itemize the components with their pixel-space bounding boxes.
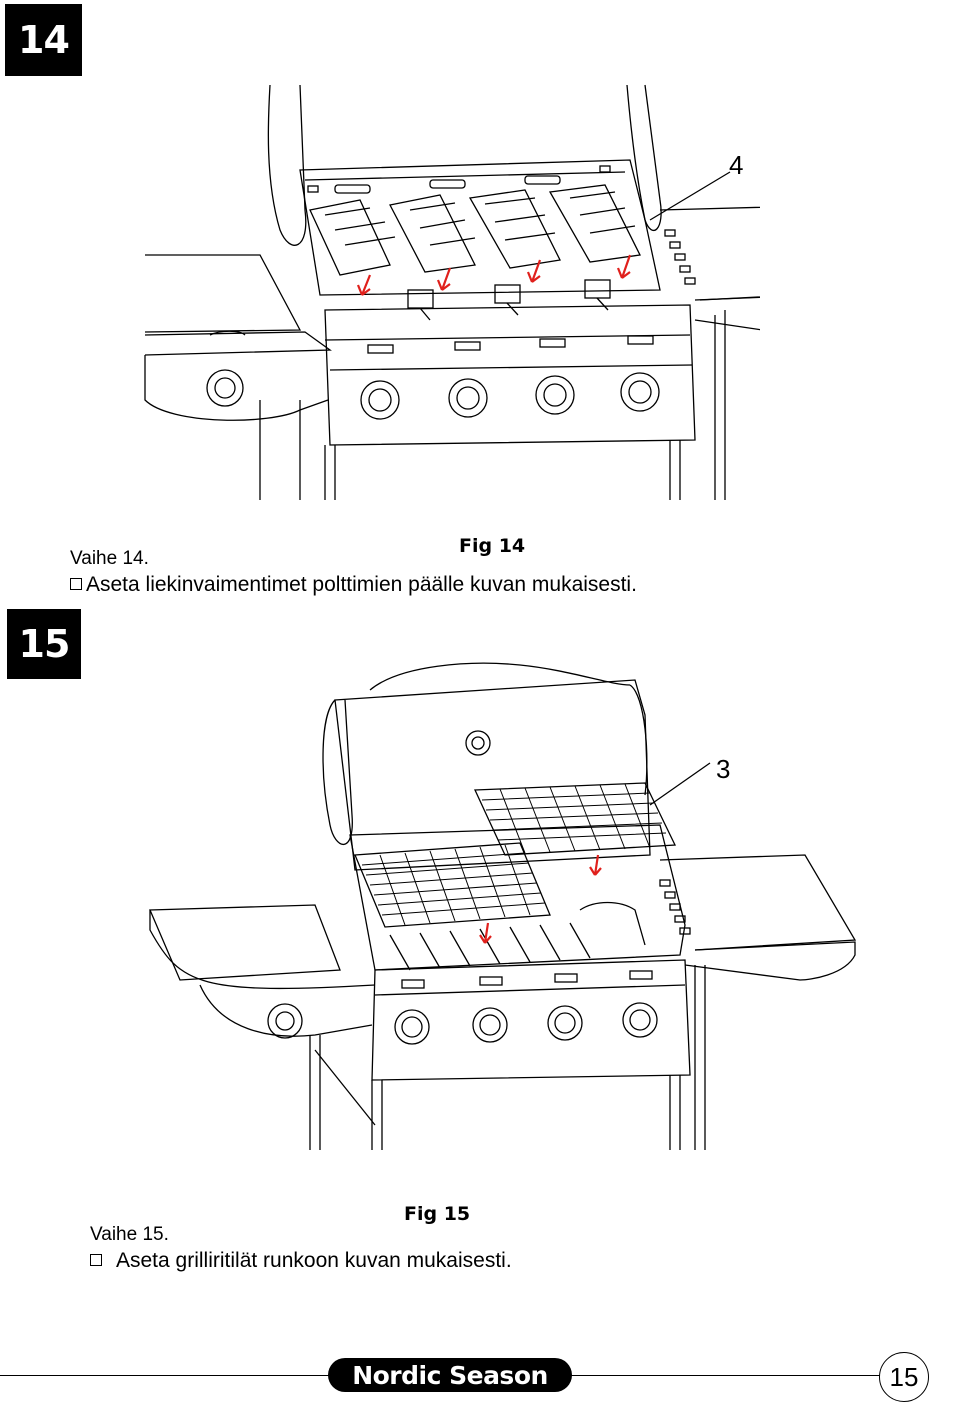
fig-15-label: Fig 15 — [404, 1203, 471, 1225]
callout-3: 3 — [716, 754, 731, 784]
step-15-instruction-text: Aseta grilliritilät runkoon kuvan mukais… — [116, 1249, 512, 1272]
step-14-instruction-text: Aseta liekinvaimentimet polttimien pääll… — [86, 573, 637, 596]
fig-14-label: Fig 14 — [459, 535, 526, 557]
step-14-instruction: Aseta liekinvaimentimet polttimien pääll… — [70, 573, 637, 597]
page-number: 15 — [879, 1352, 929, 1402]
step-15-title: Vaihe 15. — [90, 1224, 169, 1245]
brand-logo: Nordic Season — [328, 1358, 572, 1392]
arrow-group — [479, 854, 602, 944]
fig-14-grill-illustration — [144, 84, 760, 500]
checkbox-icon — [90, 1254, 102, 1266]
step-14-badge: 14 — [5, 4, 82, 76]
fig-15-grill-illustration — [149, 662, 857, 1150]
step-15-badge: 15 — [7, 609, 81, 679]
arrow-group — [356, 254, 632, 296]
step-15-instruction: Aseta grilliritilät runkoon kuvan mukais… — [90, 1249, 512, 1273]
checkbox-icon — [70, 578, 82, 590]
callout-4: 4 — [729, 150, 744, 180]
step-14-title: Vaihe 14. — [70, 548, 149, 569]
